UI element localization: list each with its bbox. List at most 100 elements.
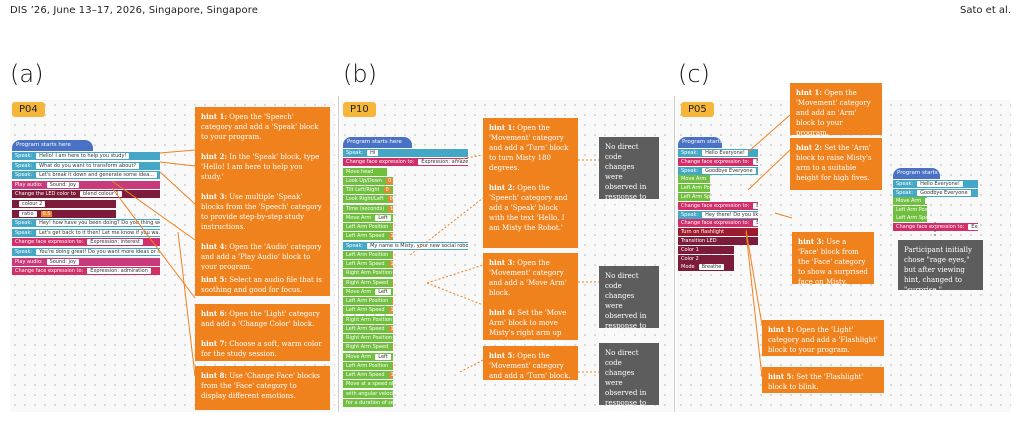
block-keyword: Right Arm Position — [346, 335, 393, 341]
speak-block: Speak:Goodbye Everyone — [893, 188, 978, 197]
speak-block: Speak:Let's get back to it then! Let me … — [12, 228, 160, 237]
participant-badge: P04 — [12, 102, 45, 117]
hint-box-c-1: hint 1: Open the 'Movement' category and… — [790, 83, 882, 137]
block-text-slot: You're doing great! Do you want more ide… — [36, 249, 160, 255]
block-keyword: Change the LED color to — [15, 191, 76, 198]
speak-block: Speak:What do you want to transform abou… — [12, 161, 160, 170]
block-keyword: Tilt Left/Right — [346, 187, 380, 193]
block-keyword: Speak: — [15, 229, 33, 236]
block-number-slot: 50 — [392, 224, 393, 230]
flash-block: Turn on flashlight — [678, 228, 758, 237]
face-block: Change face expression to:Expression: in… — [12, 238, 160, 247]
block-keyword: Color 2 — [681, 255, 699, 262]
block-keyword: Right Arm Position — [346, 316, 393, 323]
speak-block: Speak:You're doing great! Do you want mo… — [12, 248, 160, 256]
speak-block: Speak:Let's break it down and generate s… — [12, 171, 160, 180]
block-text-slot: Let's break it down and generate some id… — [36, 172, 158, 179]
block-text-slot: Goodbye Everyone — [917, 189, 971, 196]
block-keyword: for a duration of secs — [346, 399, 393, 406]
block-keyword: Change face expression to: — [15, 268, 84, 275]
program-start-block: Program starts here — [343, 137, 412, 148]
hint-box-a-8: hint 8: Use 'Change Face' blocks from th… — [195, 366, 330, 410]
move-block: Move ArmRight — [678, 175, 710, 184]
block-number-slot: 0 — [383, 187, 391, 193]
block-keyword: Left Arm Position — [896, 206, 927, 213]
led2-block: Color 1 — [678, 245, 734, 254]
block-text-slot: Expression: admiration — [87, 268, 151, 275]
block-number-slot: 1 — [388, 372, 393, 378]
block-text-slot: Breathe — [698, 264, 725, 271]
block-number-slot: 1 — [388, 325, 393, 332]
block-text-slot: Left — [375, 353, 391, 360]
block-keyword: Look Up/Down — [346, 177, 382, 184]
participant-badge: P10 — [343, 102, 376, 117]
speak-block: Speak:Hi — [343, 149, 468, 157]
speak-block: Speak:Hello Everyone! — [678, 149, 758, 157]
no-change-note: No direct code changes were observed in … — [599, 137, 659, 211]
speak-block: Speak:Hey! how have you been doing? Do y… — [12, 219, 160, 228]
no-change-note: No direct code changes were observed in … — [599, 266, 659, 340]
block-keyword: Look Right/Left — [346, 196, 384, 203]
block-keyword: Move Arm — [896, 198, 922, 205]
block-keyword: Left Arm Speed — [346, 372, 385, 378]
program-start-block: Program starts here — [678, 137, 722, 148]
move-block: with angular velocity of (-100 CW to 100… — [343, 389, 393, 398]
block-text-slot: Right — [925, 198, 927, 205]
hint-box-b-3: hint 3: Open the 'Movement' category and… — [483, 253, 578, 347]
program-start-block: Program starts here — [12, 140, 93, 151]
block-number-slot: 0.5 — [40, 210, 53, 217]
move-block: Left Arm Position50 — [343, 361, 393, 370]
block-keyword: Speak: — [896, 181, 914, 187]
block-number-slot: 1 — [388, 307, 393, 314]
no-change-note: No direct code changes were observed in … — [599, 343, 659, 417]
move-block: Left Arm Position-29 — [893, 205, 927, 214]
move-block: Time (seconds)1 — [343, 204, 393, 213]
block-text-slot: colour 2 — [19, 201, 46, 207]
participant-badge: P05 — [681, 102, 714, 117]
block-number-slot: 0 — [387, 196, 393, 203]
move-block: Left Arm Speed45 — [678, 193, 710, 201]
move-block: Move head — [343, 167, 387, 176]
block-keyword: Speak: — [15, 220, 33, 227]
block-text-slot: Hi — [367, 150, 379, 156]
speak-block: Speak:My name is Misty, your new social … — [343, 241, 468, 250]
block-number-slot: 25 — [392, 298, 393, 304]
block-keyword: Speak: — [346, 242, 364, 249]
block-keyword: Change face expression to: — [681, 202, 750, 209]
block-keyword: Transition LED — [681, 238, 717, 244]
hint-box-b-5: hint 5: Open the 'Movement' category and… — [483, 346, 578, 380]
block-keyword: Move Arm — [346, 353, 372, 360]
block-number-slot: 1 — [392, 344, 393, 351]
hint-box-c-4: hint 1: Open the 'Light' category and ad… — [762, 320, 884, 356]
block-keyword: with angular velocity of (-100 CW to 100… — [346, 390, 393, 397]
block-text-slot: What do you want to transform about? — [36, 162, 140, 169]
block-keyword: Speak: — [15, 249, 33, 255]
block-keyword: Speak: — [681, 167, 699, 174]
block-keyword: Right Arm Speed — [346, 344, 389, 351]
block-keyword: Change face expression to: — [681, 220, 750, 227]
block-text-slot: Hey! how have you been doing? Do you thi… — [36, 220, 160, 227]
hint-box-c-3: hint 3: Use a 'Face' block from the 'Fac… — [792, 232, 874, 286]
block-keyword: Left Arm Speed — [346, 325, 385, 332]
block-keyword: Speak: — [15, 162, 33, 169]
block-keyword: Right Arm Speed — [346, 279, 389, 286]
block-keyword: Left Arm Position — [346, 298, 389, 304]
panel-label-a: (a) — [10, 60, 44, 88]
block-keyword: Move head — [346, 168, 374, 175]
hint-box-c-2: hint 2: Set the 'Arm' block to raise Mis… — [790, 138, 882, 190]
block-keyword: Move Arm — [346, 288, 372, 295]
block-text-slot: Expression: amazement — [418, 159, 468, 166]
block-keyword: Speak: — [346, 150, 364, 156]
block-text-slot: Expression: joy — [753, 158, 758, 165]
block-keyword: Left Arm Speed — [346, 261, 385, 267]
block-keyword: Left Arm Speed — [681, 194, 710, 200]
block-keyword: Change face expression to: — [15, 239, 84, 246]
speak-block: Speak:Hello Everyone! — [893, 180, 978, 188]
